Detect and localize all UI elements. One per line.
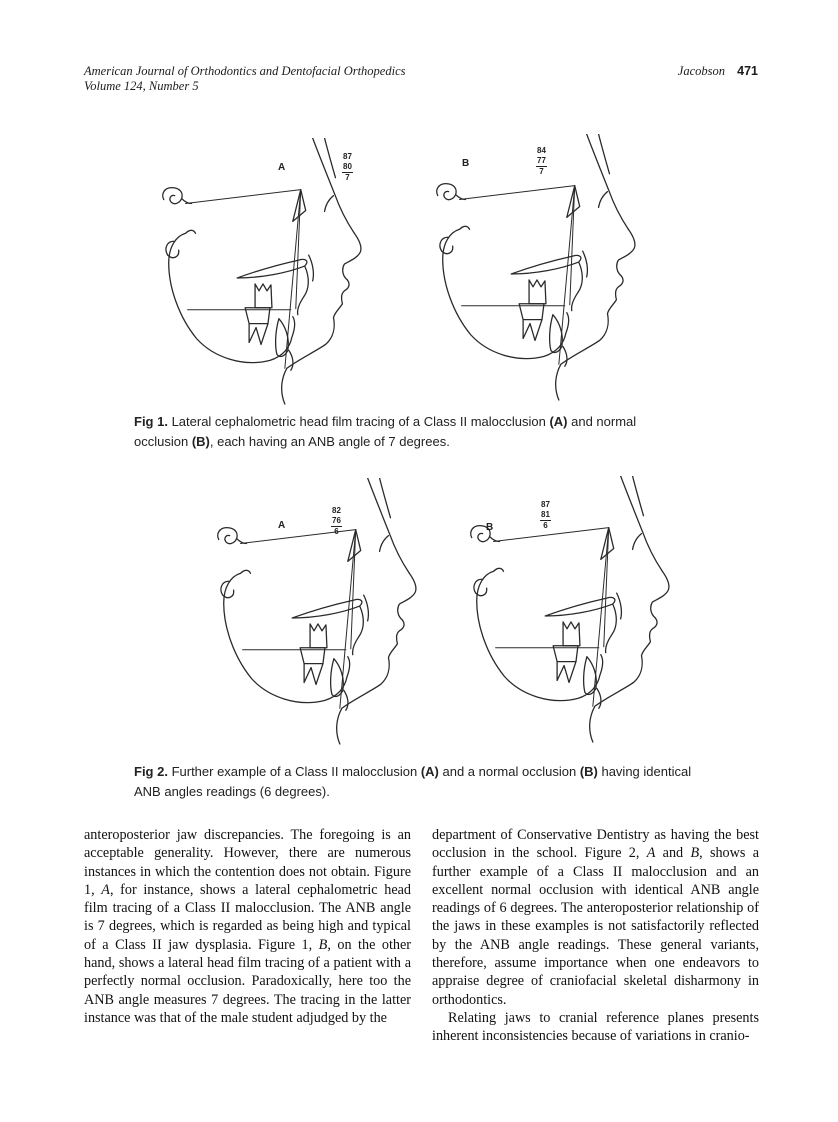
fig1-caption: Fig 1. Lateral cephalometric head film t… [134,414,637,449]
snb-value: 77 [536,156,547,167]
running-head: American Journal of Orthodontics and Den… [84,64,758,94]
body-paragraph: Relating jaws to cranial reference plane… [432,1009,759,1045]
sna-value: 84 [537,146,546,155]
sna-value: 87 [343,152,352,161]
anb-value: 7 [345,173,350,182]
fig1-a-angle-values: 87 80 7 [342,152,353,183]
snb-value: 80 [342,162,353,173]
fig2-label-b: B [486,522,494,533]
body-paragraph: department of Conservative Dentistry as … [432,827,759,1008]
author-page: Jacobson 471 [678,64,758,79]
author-name: Jacobson [677,64,726,78]
cephalometric-tracing-image [217,478,417,745]
fig2-a-angle-values: 82 76 6 [331,506,342,537]
anb-value: 6 [334,527,339,536]
fig2-label-a: A [278,520,286,531]
anb-value: 7 [539,167,544,176]
fig2-tracing-b: B 87 81 6 [436,476,708,744]
cephalometric-tracing-image [162,138,362,405]
anb-value: 6 [543,521,548,530]
fig2-caption: Fig 2. Further example of a Class II mal… [134,764,692,799]
snb-value: 76 [331,516,342,527]
fig1-tracing-b: B 84 77 7 [402,134,674,402]
fig1-label-b: B [462,158,470,169]
fig1-b-angle-values: 84 77 7 [536,146,547,177]
page-number: 471 [737,64,758,78]
snb-value: 81 [540,510,551,521]
body-column-right: department of Conservative Dentistry as … [432,826,759,1046]
sna-value: 87 [541,500,550,509]
journal-volume: Volume 124, Number 5 [84,79,199,93]
fig2-tracing-a: A 82 76 6 [183,478,455,746]
journal-identification: American Journal of Orthodontics and Den… [84,64,406,94]
fig1-tracing-a: A 87 80 7 [128,138,400,406]
journal-title: American Journal of Orthodontics and Den… [84,64,406,78]
sna-value: 82 [332,506,341,515]
cephalometric-tracing-image [470,476,670,743]
fig2-b-angle-values: 87 81 6 [540,500,551,531]
fig1-label-a: A [278,162,286,173]
body-paragraph: anteroposterior jaw discrepancies. The f… [84,827,412,1026]
body-column-left: anteroposterior jaw discrepancies. The f… [84,826,411,1027]
